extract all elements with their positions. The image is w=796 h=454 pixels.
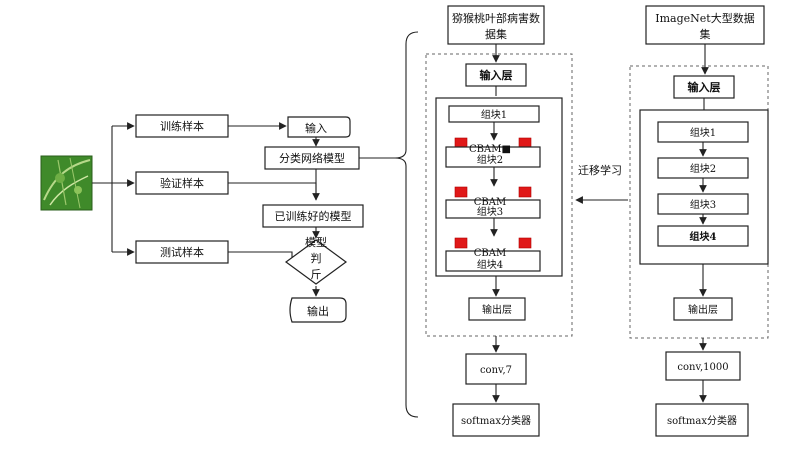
source-block4-box: 组块4 xyxy=(657,225,749,247)
target-block3-cbam-label: CBAM xyxy=(474,197,506,208)
source-block3-box: 组块3 xyxy=(657,193,749,215)
source-block4-label: 组块4 xyxy=(690,230,717,243)
source-block3-label: 组块3 xyxy=(690,198,716,211)
source-dataset-line1: ImageNet大型数据 xyxy=(655,11,754,25)
target-block4-label: 组块4 xyxy=(477,258,503,271)
target-output-layer-box: 输出层 xyxy=(468,297,526,321)
input-label: 输入 xyxy=(305,121,327,135)
source-conv-box: conv,1000 xyxy=(665,351,741,381)
target-attn-marker xyxy=(518,186,532,198)
source-block2-label: 组块2 xyxy=(690,162,716,175)
target-dataset-box: 猕猴桃叶部病害数 据集 xyxy=(447,5,545,45)
source-input-layer-box: 输入层 xyxy=(673,75,735,99)
target-attn-marker xyxy=(454,186,468,198)
classification-model-label: 分类网络模型 xyxy=(279,151,345,165)
source-output-layer-box: 输出层 xyxy=(673,297,733,321)
input-box: 输入 xyxy=(287,116,351,138)
target-block4-group: CBAM 组块4 xyxy=(445,237,541,272)
source-softmax-box: softmax分类器 xyxy=(655,403,749,437)
source-output-layer-label: 输出层 xyxy=(688,303,718,316)
target-attn-marker xyxy=(518,237,532,249)
target-block2-group: CBAM■ 组块2 xyxy=(445,137,541,168)
target-block1-box: 组块1 xyxy=(448,105,540,123)
output-box: 输出 xyxy=(289,297,347,323)
target-block4-cbam-label: CBAM xyxy=(474,248,506,259)
leaf-image xyxy=(40,155,93,211)
source-block1-box: 组块1 xyxy=(657,121,749,143)
source-block1-label: 组块1 xyxy=(690,126,716,139)
judge-diamond: 模型 判 斤 xyxy=(284,235,348,285)
val-sample-label: 验证样本 xyxy=(160,176,204,190)
source-softmax-label: softmax分类器 xyxy=(667,414,737,427)
train-sample-label: 训练样本 xyxy=(160,119,204,133)
source-network-frame xyxy=(629,65,769,339)
target-block2-cbam-label: CBAM■ xyxy=(469,144,511,155)
trained-model-label: 已训练好的模型 xyxy=(275,209,352,223)
classification-model-box: 分类网络模型 xyxy=(264,146,360,170)
source-dataset-box: ImageNet大型数据 集 xyxy=(645,5,765,45)
source-dataset-line2: 集 xyxy=(700,27,711,41)
target-dataset-line2: 据集 xyxy=(485,27,507,41)
target-output-layer-label: 输出层 xyxy=(482,303,512,316)
target-block2-label: 组块2 xyxy=(477,153,503,166)
network-brace xyxy=(394,31,419,418)
train-sample-box: 训练样本 xyxy=(135,114,229,138)
line-test-to-judge xyxy=(228,251,293,260)
test-sample-label: 测试样本 xyxy=(160,245,204,259)
source-block2-box: 组块2 xyxy=(657,157,749,179)
transfer-learning-label: 迁移学习 xyxy=(578,163,622,177)
target-dataset-line1: 猕猴桃叶部病害数 xyxy=(452,11,540,25)
target-softmax-label: softmax分类器 xyxy=(461,414,531,427)
source-conv-label: conv,1000 xyxy=(677,362,728,373)
target-softmax-box: softmax分类器 xyxy=(452,403,540,437)
judge-label-line3: 斤 xyxy=(311,268,322,281)
target-conv-box: conv,7 xyxy=(465,353,527,385)
judge-label-line2: 判 xyxy=(311,252,322,265)
judge-label-line1: 模型 xyxy=(305,235,327,249)
val-sample-box: 验证样本 xyxy=(135,171,229,195)
target-input-layer-box: 输入层 xyxy=(465,63,527,87)
test-sample-box: 测试样本 xyxy=(135,240,229,264)
target-block3-label: 组块3 xyxy=(477,205,503,218)
target-attn-marker xyxy=(454,237,468,249)
target-block3-group: CBAM 组块3 xyxy=(445,186,541,219)
trained-model-box: 已训练好的模型 xyxy=(262,204,364,228)
arrow-val-to-trained xyxy=(228,182,320,201)
target-conv-label: conv,7 xyxy=(480,365,512,376)
target-block1-label: 组块1 xyxy=(481,108,507,121)
target-network-frame xyxy=(425,53,573,337)
target-input-layer-label: 输入层 xyxy=(480,68,513,82)
source-input-layer-label: 输入层 xyxy=(688,80,721,94)
output-label: 输出 xyxy=(307,304,329,318)
